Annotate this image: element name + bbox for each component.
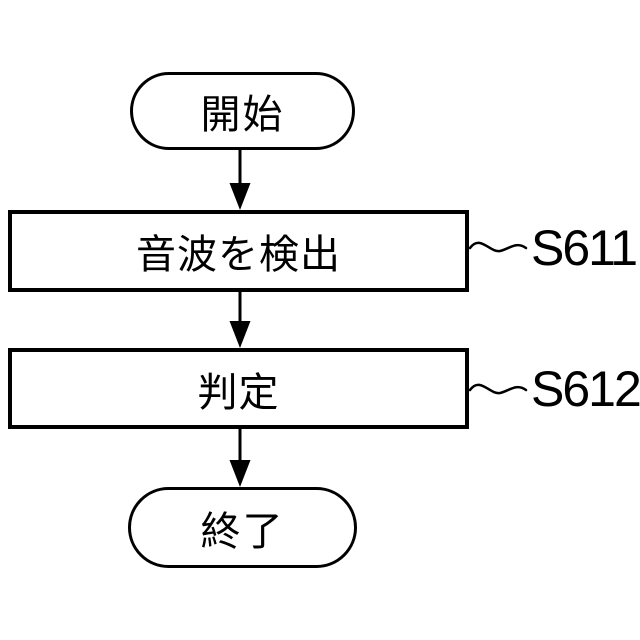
process-judgment: 判定 <box>8 348 469 429</box>
terminal-end: 終了 <box>128 487 357 568</box>
flow-arrow-step1-to-step2 <box>229 292 251 348</box>
step-label-s612: S612 <box>531 361 640 417</box>
step-label-s611: S611 <box>531 220 638 276</box>
reference-squiggle-s612 <box>468 383 528 395</box>
flow-arrow-start-to-step1 <box>229 150 251 210</box>
process-detect-sound-wave-label: 音波を検出 <box>136 233 341 277</box>
process-judgment-label: 判定 <box>197 370 280 415</box>
terminal-end-label: 終了 <box>200 509 285 554</box>
process-detect-sound-wave: 音波を検出 <box>8 210 469 292</box>
terminal-start-label: 開始 <box>200 93 285 137</box>
reference-squiggle-s611 <box>468 241 528 253</box>
terminal-start: 開始 <box>130 72 355 150</box>
flow-arrow-step2-to-end <box>229 429 251 487</box>
